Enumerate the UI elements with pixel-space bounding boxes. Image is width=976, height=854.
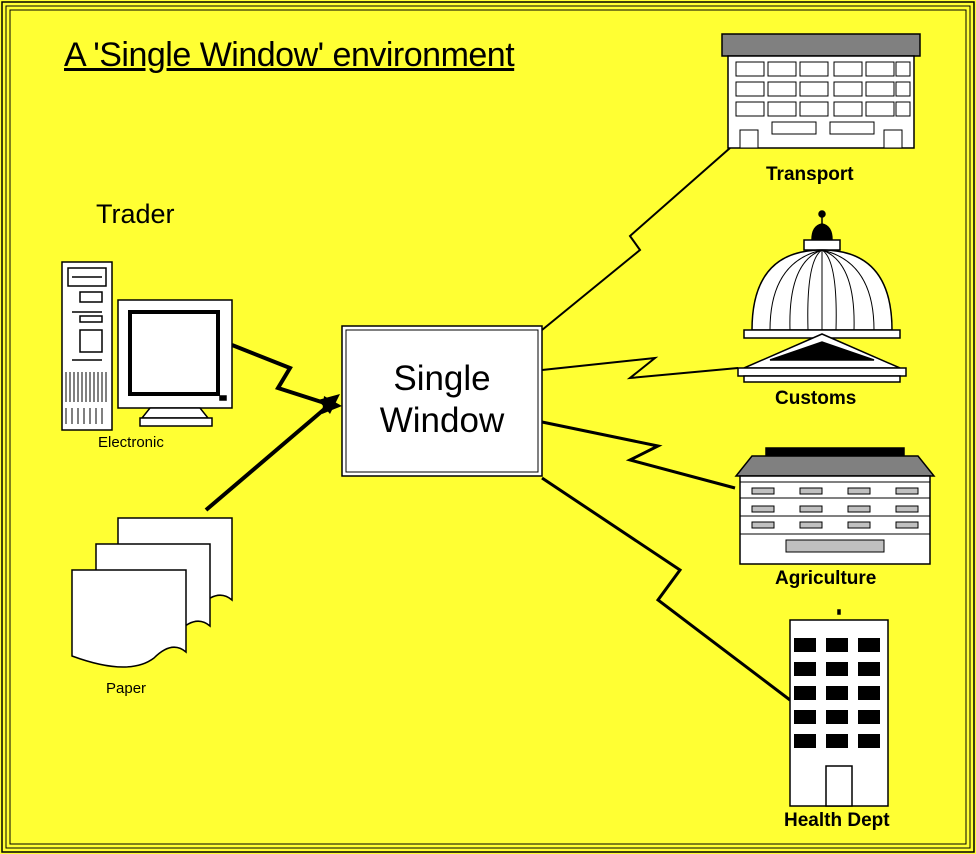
link-customs (541, 356, 739, 380)
middle-frame (5, 5, 971, 849)
single-window-line1: Single (393, 359, 491, 398)
single-window-box (341, 325, 543, 477)
link-electronic (231, 343, 335, 408)
computer-icon (61, 261, 233, 431)
link-paper (204, 404, 330, 512)
electronic-label: Electronic (98, 434, 164, 451)
agriculture-label: Agriculture (775, 568, 877, 589)
trader-label: Trader (96, 199, 175, 229)
link-health (541, 476, 791, 702)
paper-label: Paper (106, 680, 147, 697)
single-window-label: Single Window (346, 330, 538, 470)
health-dept-label: Health Dept (784, 810, 890, 831)
diagram-title: A 'Single Window' environment (64, 36, 515, 74)
customs-building-icon (737, 210, 907, 383)
agriculture-building-icon (734, 447, 936, 565)
connections (204, 147, 791, 702)
inner-frame (9, 9, 967, 845)
transport-label: Transport (766, 164, 854, 185)
transport-building-icon (721, 33, 921, 149)
link-agriculture (541, 420, 736, 490)
link-transport (541, 147, 731, 331)
electronic-arrowhead (322, 396, 342, 414)
customs-label: Customs (775, 388, 857, 409)
health-building-icon (789, 609, 889, 807)
single-window-line2: Window (379, 401, 505, 440)
paper-stack-icon (71, 517, 233, 668)
